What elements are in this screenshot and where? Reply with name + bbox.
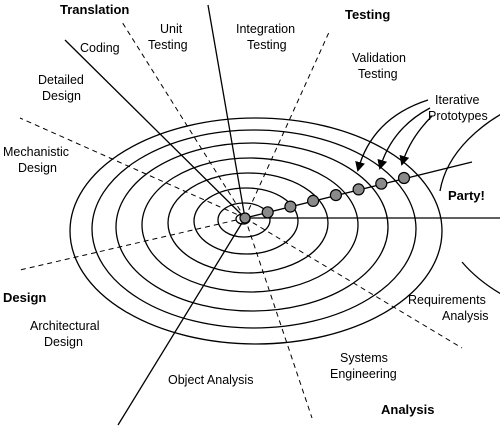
label-integration-testing-1: Integration xyxy=(236,22,295,36)
phase-analysis: Analysis xyxy=(381,402,434,417)
label-requirements-analysis-2: Analysis xyxy=(442,309,489,323)
prototype-dot xyxy=(352,183,365,196)
prototype-dot xyxy=(375,177,388,190)
spiral-ring xyxy=(69,117,443,345)
coding-unit-divider xyxy=(121,21,246,219)
label-object-analysis: Object Analysis xyxy=(168,373,253,387)
prototype-arrow xyxy=(399,115,433,166)
design-analysis-divider xyxy=(117,217,246,426)
label-systems-engineering-2: Engineering xyxy=(330,367,397,381)
spiral-ring xyxy=(193,187,299,255)
prototype-dot xyxy=(261,206,274,219)
party-label: Party! xyxy=(448,188,485,203)
label-systems-engineering-1: Systems xyxy=(340,351,388,365)
phase-translation: Translation xyxy=(60,2,129,17)
mechanistic-architectural-divider xyxy=(19,217,246,271)
prototype-dot xyxy=(397,171,411,185)
label-requirements-analysis-1: Requirements xyxy=(408,293,486,307)
label-mechanistic-design-1: Mechanistic xyxy=(3,145,69,159)
spiral xyxy=(69,114,500,345)
label-coding: Coding xyxy=(80,41,120,55)
prototype-dot xyxy=(284,200,297,213)
label-iterative-prototypes-1: Iterative xyxy=(435,93,480,107)
spiral-ring xyxy=(91,129,417,329)
spiral-ring xyxy=(217,202,271,238)
spiral-ring xyxy=(115,142,389,312)
translation-testing-divider xyxy=(207,4,246,219)
spiral-ring xyxy=(167,172,329,274)
phase-design: Design xyxy=(3,290,46,305)
label-unit-testing-1: Unit xyxy=(160,22,183,36)
label-validation-testing-1: Validation xyxy=(352,51,406,65)
prototype-dots xyxy=(239,171,411,224)
object-systems-divider xyxy=(244,217,313,419)
label-architectural-design-2: Design xyxy=(44,335,83,349)
prototype-arrow xyxy=(355,99,429,172)
label-integration-testing-2: Testing xyxy=(247,38,287,52)
prototype-dot xyxy=(239,212,251,224)
label-validation-testing-2: Testing xyxy=(358,67,398,81)
label-iterative-prototypes-2: Prototypes xyxy=(428,109,488,123)
prototype-dot xyxy=(329,189,342,202)
translation-design-divider xyxy=(64,39,246,219)
label-unit-testing-2: Testing xyxy=(148,38,188,52)
label-mechanistic-design-2: Design xyxy=(18,161,57,175)
label-architectural-design-1: Architectural xyxy=(30,319,99,333)
unit-integration-divider xyxy=(244,29,331,219)
label-detailed-design-1: Detailed xyxy=(38,73,84,87)
prototype-arrow xyxy=(377,107,431,170)
phase-testing: Testing xyxy=(345,7,390,22)
label-detailed-design-2: Design xyxy=(42,89,81,103)
prototype-dot xyxy=(307,194,320,207)
spiral-ring xyxy=(141,157,359,293)
